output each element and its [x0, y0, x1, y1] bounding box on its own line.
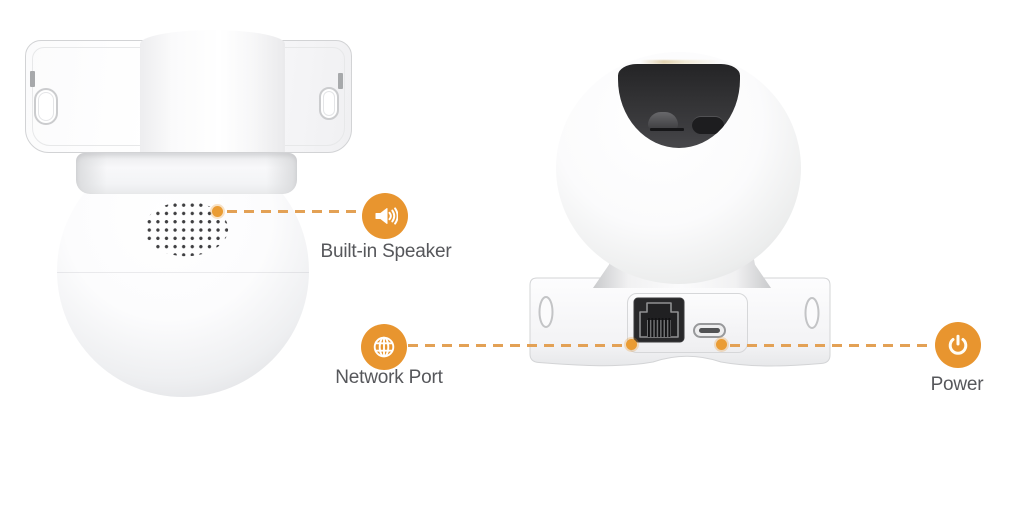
camera-module-opening — [618, 64, 740, 148]
speaker-icon — [362, 193, 408, 239]
speaker-leader-line — [227, 210, 361, 213]
power-label: Power — [930, 374, 984, 395]
usb-c-port — [693, 323, 726, 338]
speaker-point-dot — [212, 206, 223, 217]
sphere-top-highlight — [640, 60, 720, 64]
network-label: Network Port — [335, 367, 443, 388]
base-screw-hole-left — [538, 296, 554, 328]
network-point-dot — [626, 339, 637, 350]
power-icon — [935, 322, 981, 368]
base-screw-hole-right — [804, 297, 820, 329]
mount-collar — [76, 153, 297, 194]
sd-slot-cover — [648, 112, 678, 129]
speaker-label: Built-in Speaker — [320, 241, 452, 262]
bracket-screw-hole-right — [319, 87, 339, 120]
bracket-slot-right — [338, 73, 343, 89]
camera-sphere-rear — [556, 52, 801, 284]
ethernet-port — [633, 297, 685, 343]
power-point-dot — [716, 339, 727, 350]
reset-button — [692, 116, 724, 134]
usb-c-slot — [699, 328, 720, 333]
network-leader-line — [408, 344, 627, 347]
camera-front-view — [25, 30, 352, 397]
bracket-slot-left — [30, 71, 35, 87]
power-leader-line — [730, 344, 934, 347]
globe-icon — [361, 324, 407, 370]
mount-neck — [140, 30, 285, 152]
sd-slot-line — [650, 128, 684, 131]
bracket-screw-hole-left — [34, 88, 58, 125]
sphere-seam — [57, 272, 309, 273]
